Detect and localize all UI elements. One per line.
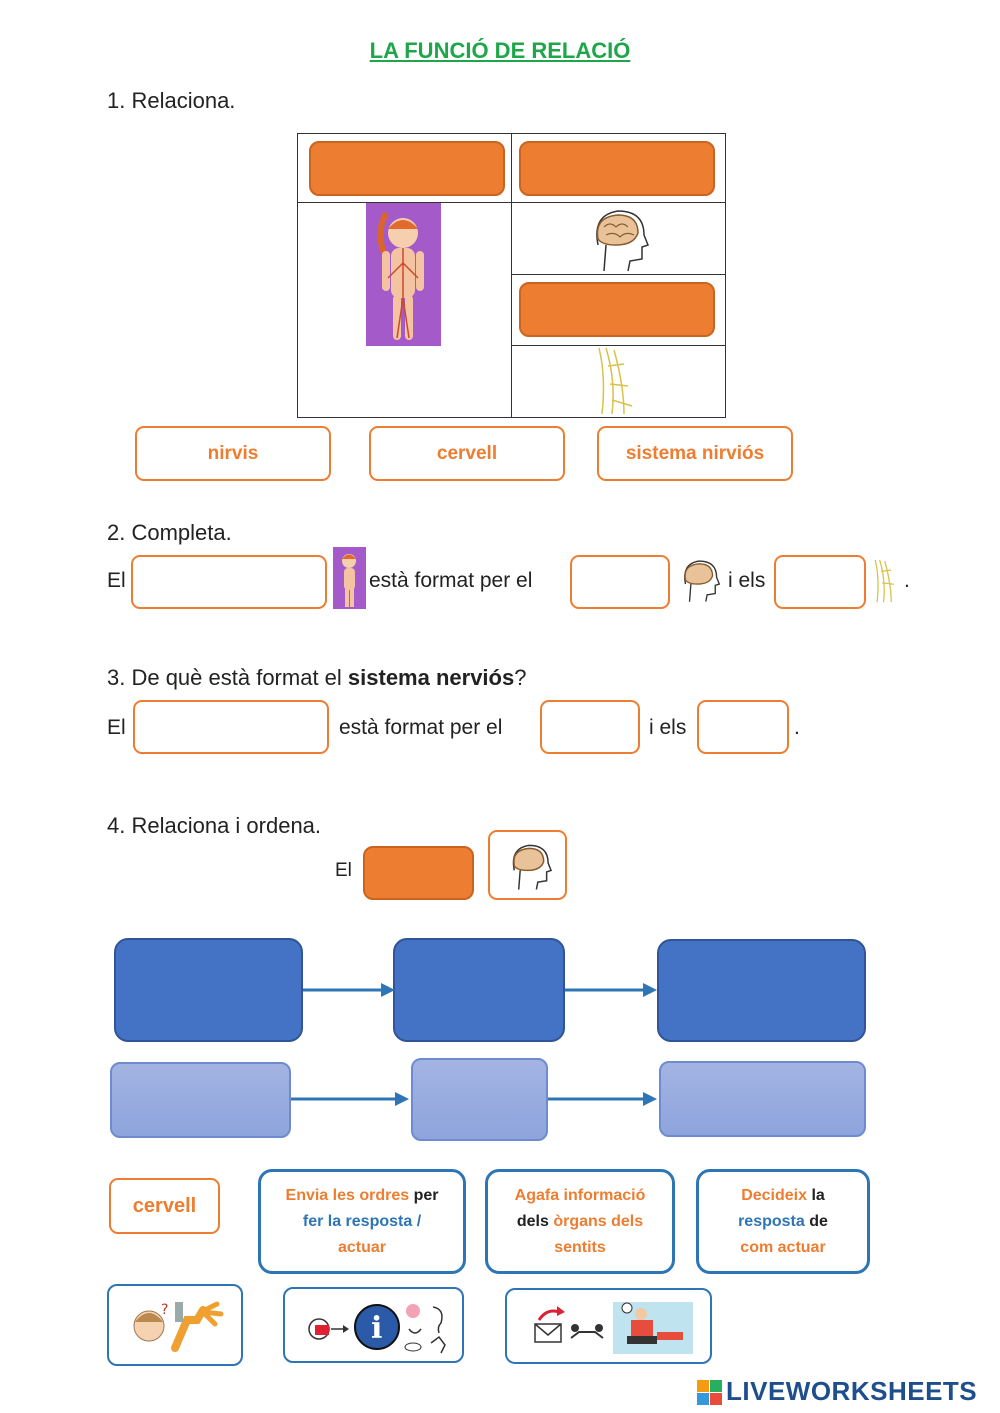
card-decideix-k2: de <box>804 1212 828 1230</box>
brain-head-icon <box>504 840 554 892</box>
card-agafa-k1: dels <box>516 1212 554 1230</box>
section2-period: . <box>904 569 910 592</box>
section2-input-3[interactable] <box>774 555 866 609</box>
order-slot-dark-2[interactable] <box>393 938 565 1042</box>
order-slot-dark-1[interactable] <box>114 938 303 1042</box>
section2-format-text: està format per el <box>369 569 533 592</box>
card-agafa-text: Agafa informació dels òrgans dels sentit… <box>515 1183 646 1261</box>
senses-icon: i <box>308 1304 446 1354</box>
card-envia-o1: Envia les ordres <box>285 1186 410 1204</box>
card-agafa-o3: sentits <box>554 1238 606 1256</box>
section3-format-text: està format per el <box>339 716 503 739</box>
brain-head-icon <box>584 205 652 273</box>
section3-i-els: i els <box>649 716 687 739</box>
picture-card-action[interactable] <box>505 1288 712 1364</box>
section3-heading-bold: sistema nerviós <box>347 665 515 690</box>
card-decideix-o2: com actuar <box>740 1238 826 1256</box>
section4-brain-card <box>488 830 567 900</box>
section2-el: El <box>107 569 126 592</box>
section3-heading-pre: 3. De què està format el <box>107 665 348 690</box>
card-decideix-k1: la <box>807 1186 825 1204</box>
option-card-decideix[interactable]: Decideix la resposta de com actuar <box>696 1169 870 1274</box>
arrow-right-icon <box>565 983 657 997</box>
card-decideix-text: Decideix la resposta de com actuar <box>738 1183 828 1261</box>
page-title: LA FUNCIÓ DE RELACIÓ <box>369 38 631 63</box>
relate-grid <box>297 133 726 418</box>
card-envia-b1: fer la resposta / <box>302 1212 422 1230</box>
action-icon <box>534 1302 693 1354</box>
section3-input-1[interactable] <box>133 700 329 754</box>
picture-card-senses[interactable]: i <box>283 1287 464 1363</box>
order-slot-light-2[interactable] <box>411 1058 548 1141</box>
card-agafa-o2: òrgans dels <box>553 1212 644 1230</box>
svg-text:i: i <box>371 1311 382 1346</box>
section3-el: El <box>107 716 126 739</box>
arrow-right-icon <box>548 1092 657 1106</box>
section4-drop-slot[interactable] <box>363 846 474 900</box>
section4-heading: 4. Relaciona i ordena. <box>107 813 322 838</box>
order-slot-light-1[interactable] <box>110 1062 291 1138</box>
card-agafa-o1: Agafa informació <box>514 1186 646 1204</box>
option-card-cervell[interactable]: cervell <box>109 1178 220 1234</box>
order-slot-dark-3[interactable] <box>657 939 866 1042</box>
word-card-sistema-nirvios[interactable]: sistema nirviós <box>597 426 793 481</box>
order-slot-light-3[interactable] <box>659 1061 866 1137</box>
drop-slot-1[interactable] <box>309 141 505 196</box>
arrow-right-icon <box>291 1092 409 1106</box>
section3-heading-post: ? <box>514 665 527 690</box>
section3-heading: 3. De què està format el sistema nerviós… <box>107 665 526 691</box>
card-envia-k1: per <box>409 1186 439 1204</box>
option-card-agafa-informacio[interactable]: Agafa informació dels òrgans dels sentit… <box>485 1169 675 1274</box>
body-nervous-system-icon <box>366 203 441 346</box>
decide-icon: ? <box>133 1301 224 1352</box>
drop-slot-2[interactable] <box>519 141 715 196</box>
section3-input-3[interactable] <box>697 700 789 754</box>
body-nervous-system-icon <box>333 547 366 609</box>
section3-period: . <box>794 716 800 739</box>
card-decideix-b1: resposta <box>738 1212 805 1230</box>
word-card-cervell[interactable]: cervell <box>369 426 565 481</box>
section4-el: El <box>335 860 352 881</box>
nerves-icon <box>872 556 904 606</box>
arrow-right-icon <box>303 983 395 997</box>
option-card-envia-ordres[interactable]: Envia les ordres per fer la resposta / a… <box>258 1169 466 1274</box>
section1-heading: 1. Relaciona. <box>107 88 236 113</box>
nerves-icon <box>594 346 644 416</box>
card-decideix-o1: Decideix <box>741 1186 807 1204</box>
liveworksheets-brand: LIVEWORKSHEETS <box>726 1376 978 1406</box>
drop-slot-3[interactable] <box>519 282 715 337</box>
card-envia-b2: actuar <box>337 1238 387 1256</box>
card-envia-text: Envia les ordres per fer la resposta / a… <box>286 1183 439 1261</box>
svg-text:?: ? <box>161 1302 168 1318</box>
section2-input-2[interactable] <box>570 555 670 609</box>
section2-input-1[interactable] <box>131 555 327 609</box>
section2-i-els: i els <box>728 569 766 592</box>
word-card-nirvis[interactable]: nirvis <box>135 426 331 481</box>
brain-head-icon <box>676 556 722 604</box>
liveworksheets-logo-icon <box>697 1380 723 1406</box>
section3-input-2[interactable] <box>540 700 640 754</box>
section2-heading: 2. Completa. <box>107 520 232 545</box>
picture-card-decide[interactable]: ? <box>107 1284 243 1366</box>
